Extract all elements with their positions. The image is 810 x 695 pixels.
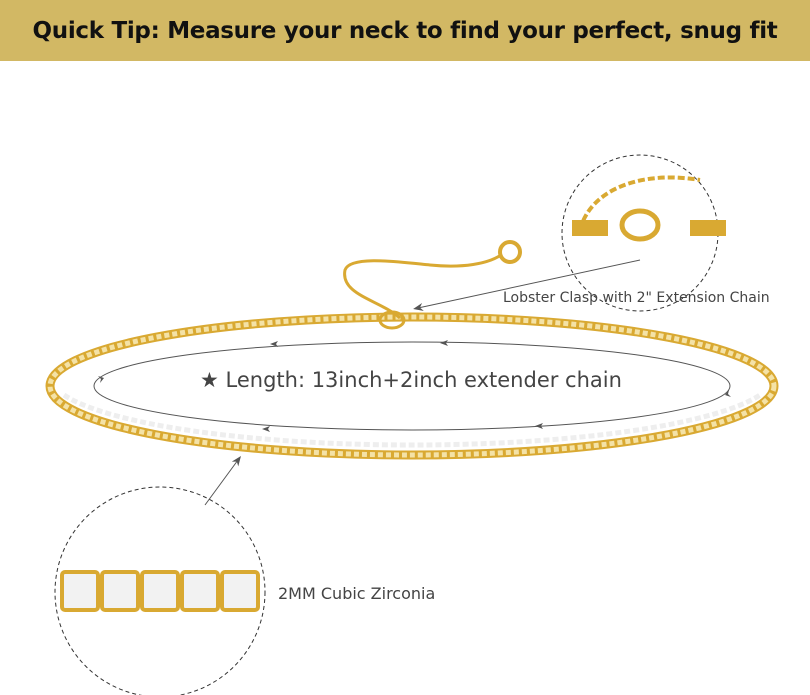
length-arrows	[93, 340, 731, 432]
clasp-label: Lobster Clasp with 2" Extension Chain	[503, 290, 770, 306]
stone-label: 2MM Cubic Zirconia	[278, 584, 436, 603]
necklace	[45, 312, 779, 460]
length-text: Length: 13inch+2inch extender chain	[225, 368, 622, 392]
tip-text: Quick Tip: Measure your neck to find you…	[32, 17, 778, 44]
length-label: ★ Length: 13inch+2inch extender chain	[200, 368, 622, 392]
star-icon: ★	[200, 368, 219, 392]
extension-chain	[343, 240, 522, 330]
stone-detail-circle	[54, 455, 266, 695]
clasp-detail-circle	[413, 154, 726, 312]
tip-banner: Quick Tip: Measure your neck to find you…	[0, 0, 810, 61]
